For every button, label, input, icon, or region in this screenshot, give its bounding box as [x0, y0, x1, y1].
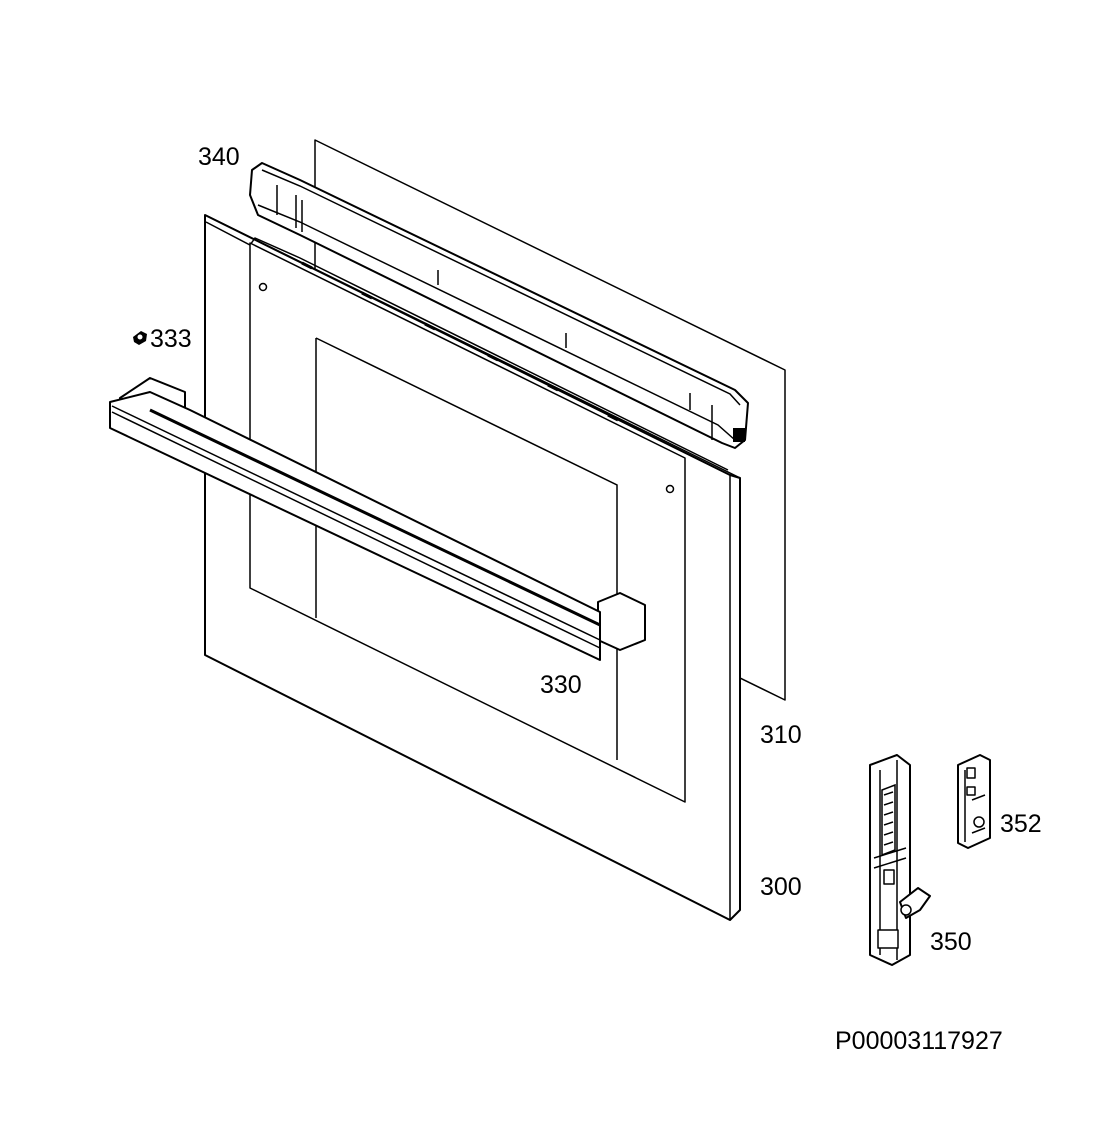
part-350-hinge [869, 754, 931, 966]
label-330: 330 [540, 671, 582, 699]
label-340: 340 [198, 143, 240, 171]
part-340-top-trim [249, 162, 749, 449]
part-352-hinge-receiver [957, 754, 991, 849]
label-352: 352 [1000, 810, 1042, 838]
door-top-slots [301, 261, 619, 422]
label-310: 310 [760, 721, 802, 749]
label-300: 300 [760, 873, 802, 901]
label-350: 350 [930, 928, 972, 956]
part-330-handle [109, 377, 646, 661]
label-333: 333 [150, 325, 192, 353]
document-code: P00003117927 [835, 1027, 1003, 1055]
part-333-screw [133, 331, 147, 345]
